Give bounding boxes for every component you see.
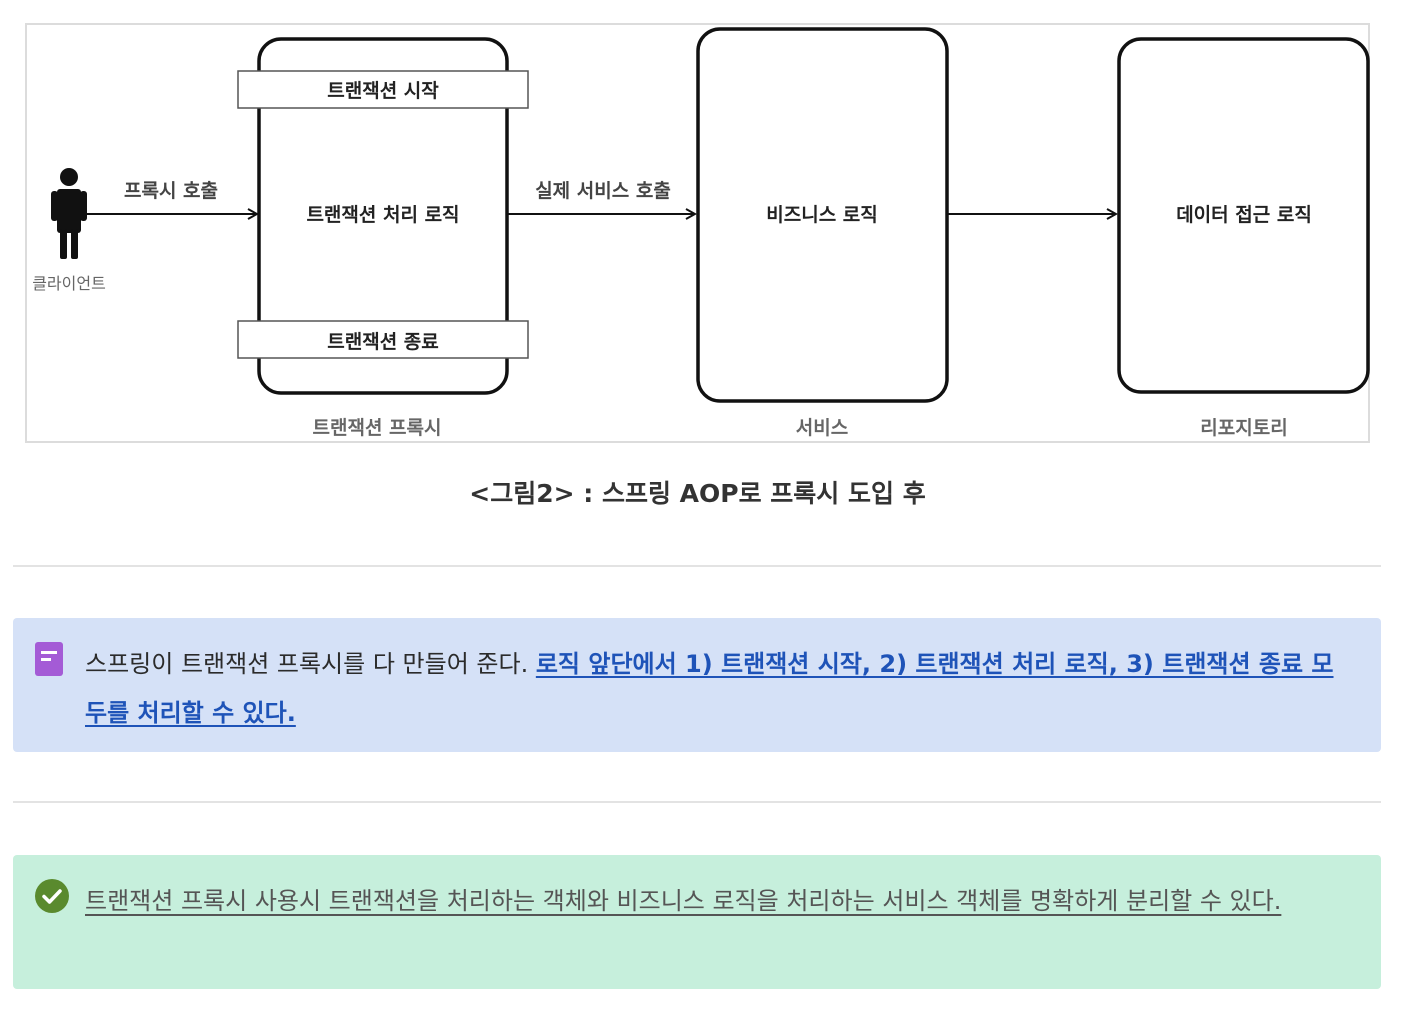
business-logic-label: 비즈니스 로직 (766, 204, 878, 226)
diagram-svg: 클라이언트 프록시 호출 트랜잭션 시작 트랜잭션 처리 로직 트랜잭션 종료 … (32, 27, 1370, 439)
check-circle-icon (35, 879, 69, 930)
architecture-diagram: 클라이언트 프록시 호출 트랜잭션 시작 트랜잭션 처리 로직 트랜잭션 종료 … (25, 23, 1370, 443)
figure-caption: <그림2> : 스프링 AOP로 프록시 도입 후 (469, 479, 926, 508)
real-call-label: 실제 서비스 호출 (535, 180, 671, 202)
success-callout: 트랜잭션 프록시 사용시 트랜잭션을 처리하는 객체와 비즈니스 로직을 처리하… (13, 855, 1381, 989)
info-link[interactable]: 로직 앞단에서 1) 트랜잭션 시작, 2) 트랜잭션 처리 로직, 3) 트랜… (85, 650, 1334, 727)
repository-label: 리포지토리 (1200, 417, 1287, 439)
tx-start-box (237, 70, 529, 109)
tx-end-box (237, 320, 529, 359)
repository-box (1117, 37, 1370, 394)
info-text: 스프링이 트랜잭션 프록시를 다 만들어 준다. (85, 650, 536, 678)
tx-logic-label: 트랜잭션 처리 로직 (306, 204, 459, 226)
tx-end-label: 트랜잭션 종료 (327, 331, 439, 353)
service-label: 서비스 (796, 417, 848, 439)
tx-start-label: 트랜잭션 시작 (327, 80, 439, 102)
document-icon (35, 642, 63, 693)
proxy-box (257, 37, 509, 395)
service-box (696, 27, 949, 403)
divider (13, 801, 1381, 803)
proxy-label: 트랜잭션 프록시 (313, 417, 442, 439)
proxy-call-label: 프록시 호출 (124, 180, 218, 202)
divider (13, 565, 1381, 567)
success-link[interactable]: 트랜잭션 프록시 사용시 트랜잭션을 처리하는 객체와 비즈니스 로직을 처리하… (85, 887, 1282, 915)
info-callout: 스프링이 트랜잭션 프록시를 다 만들어 준다. 로직 앞단에서 1) 트랜잭션… (13, 618, 1381, 752)
client-label: 클라이언트 (32, 274, 106, 293)
data-access-label: 데이터 접근 로직 (1176, 204, 1312, 226)
client-person-icon (51, 168, 87, 259)
